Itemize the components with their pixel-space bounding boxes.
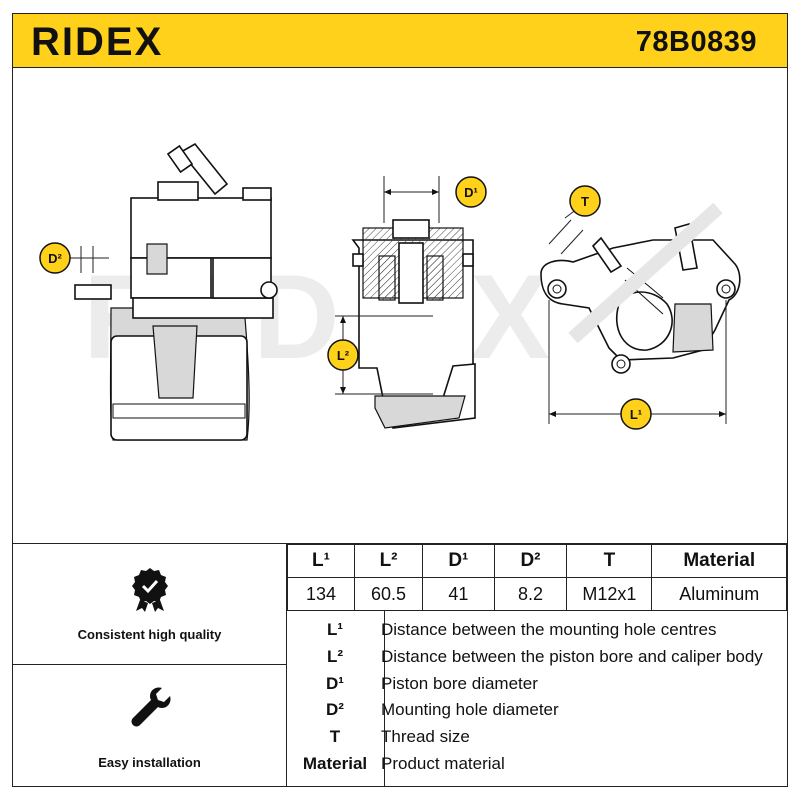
spec-value-l2: 60.5 (353, 577, 424, 611)
badge-l1-text: L¹ (630, 407, 642, 422)
feature-installation-label: Easy installation (98, 755, 201, 770)
spec-header-d1: D¹ (422, 544, 495, 578)
brand-logo: RIDEX (31, 20, 206, 65)
spec-table-values: 134 60.5 41 8.2 M12x1 Aluminum (287, 577, 787, 611)
definition-desc: Piston bore diameter (381, 674, 538, 693)
header-bar: RIDEX 78B0839 (12, 13, 788, 68)
feature-quality: Consistent high quality (13, 566, 286, 642)
definition-abbr: D² (326, 700, 344, 719)
feature-installation: Easy installation (13, 684, 286, 770)
definition-abbr: L¹ (326, 620, 344, 639)
caliper-top-view (540, 202, 741, 424)
definition-row: Material Product material (287, 754, 787, 780)
spec-value-material: Aluminum (651, 577, 787, 611)
technical-drawing: RIDEX (12, 68, 788, 543)
definition-desc: Mounting hole diameter (381, 700, 559, 719)
badge-t-text: T (581, 194, 589, 209)
definitions-divider (384, 610, 385, 786)
badge-d2: D² (39, 242, 71, 274)
badge-l1: L¹ (620, 398, 652, 430)
badge-d2-text: D² (48, 251, 62, 266)
badge-l2: L² (327, 339, 359, 371)
spec-value-t: M12x1 (566, 577, 653, 611)
definition-abbr: L² (326, 647, 344, 666)
spec-value-l1: 134 (287, 577, 355, 611)
definition-row: D² Mounting hole diameter (287, 700, 787, 726)
definition-desc: Distance between the mounting hole centr… (381, 620, 717, 639)
definition-row: D¹ Piston bore diameter (287, 674, 787, 700)
spec-header-d2: D² (493, 544, 568, 578)
spec-value-d1: 41 (422, 577, 495, 611)
info-panel: Consistent high quality Easy installatio… (12, 543, 788, 787)
caliper-section-view (335, 176, 476, 429)
feature-quality-label: Consistent high quality (77, 627, 222, 642)
badge-d1-text: D¹ (464, 185, 478, 200)
quality-badge-icon (131, 568, 168, 612)
definition-row: L¹ Distance between the mounting hole ce… (287, 620, 787, 646)
definition-row: T Thread size (287, 727, 787, 753)
definition-desc: Thread size (381, 727, 470, 746)
part-number: 78B0839 (635, 26, 757, 58)
definition-row: L² Distance between the piston bore and … (287, 647, 787, 673)
badge-t: T (569, 185, 601, 217)
spec-value-d2: 8.2 (493, 577, 568, 611)
caliper-side-view (68, 142, 278, 441)
spec-table: L¹ L² D¹ D² T Material 134 60.5 41 8.2 M… (287, 544, 787, 611)
feature-divider (13, 664, 286, 665)
definition-abbr: Material (302, 754, 368, 773)
definition-abbr: T (329, 727, 341, 746)
brand-logo-text: RIDEX (31, 22, 163, 60)
spec-header-l2: L² (353, 544, 424, 578)
definition-desc: Distance between the piston bore and cal… (381, 647, 763, 666)
definition-abbr: D¹ (326, 674, 344, 693)
definition-desc: Product material (381, 754, 505, 773)
badge-l2-text: L² (337, 348, 350, 363)
spec-table-header: L¹ L² D¹ D² T Material (287, 544, 787, 578)
badge-d1: D¹ (455, 176, 487, 208)
spec-header-t: T (566, 544, 653, 578)
caliper-drawing: RIDEX (39, 142, 741, 441)
spec-header-material: Material (651, 544, 787, 578)
spec-header-l1: L¹ (287, 544, 355, 578)
wrench-icon (131, 687, 171, 727)
features-panel: Consistent high quality Easy installatio… (13, 544, 287, 786)
